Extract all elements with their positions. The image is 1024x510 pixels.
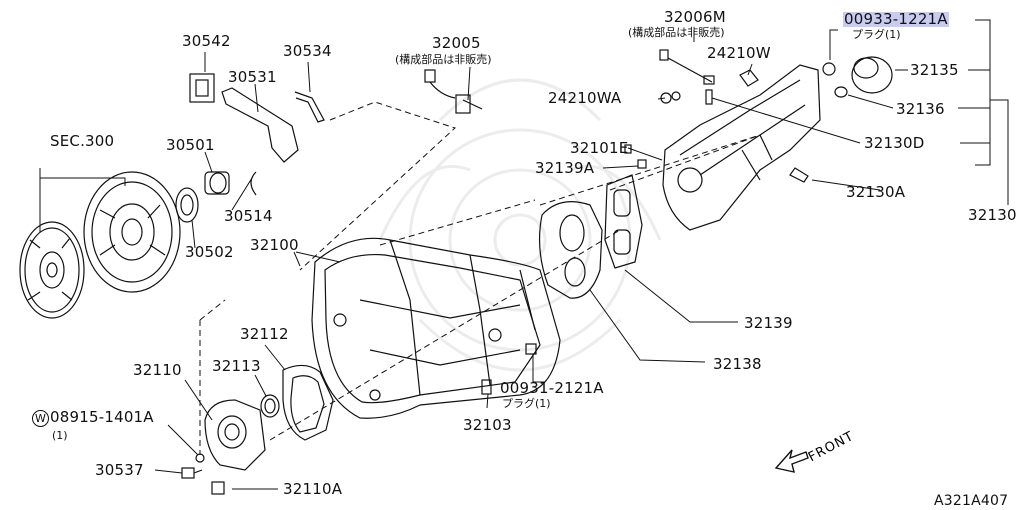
label-32130a: 32130A: [846, 183, 906, 201]
qty-08915: (1): [52, 429, 68, 442]
label-32136: 32136: [896, 100, 945, 118]
release-fork-30531: [221, 87, 299, 163]
front-arrow-icon: [774, 449, 809, 473]
spring-30534: [294, 91, 325, 123]
note-32006m: (構成部品は非販売): [628, 26, 725, 39]
gasket-32139: [604, 174, 643, 269]
label-00931-2121a: 00931-2121A: [500, 379, 604, 397]
label-08915-text: 08915-1401A: [50, 408, 154, 426]
background-emblem: [378, 78, 662, 372]
clutch-disc: [19, 221, 85, 319]
leader-lines: [39, 19, 1009, 490]
label-32110: 32110: [133, 361, 182, 379]
label-30542: 30542: [182, 32, 231, 50]
small-parts: [424, 49, 893, 183]
release-bearing-30501: [204, 171, 230, 195]
label-30501: 30501: [166, 136, 215, 154]
label-32130: 32130: [968, 206, 1017, 224]
label-32113: 32113: [212, 357, 261, 375]
note-00931: プラグ(1): [502, 397, 551, 410]
front-cover-32110: [204, 399, 266, 471]
label-32110a: 32110A: [283, 480, 343, 498]
label-24210wa: 24210WA: [548, 89, 622, 107]
label-24210w: 24210W: [707, 44, 771, 62]
label-32135: 32135: [910, 61, 959, 79]
label-sec-300: SEC.300: [50, 132, 115, 150]
label-32130d: 32130D: [864, 134, 925, 152]
rear-extension-32130: [662, 64, 821, 231]
figure-code: A321A407: [934, 493, 1009, 509]
note-32005: (構成部品は非販売): [395, 53, 492, 66]
label-30534: 30534: [283, 42, 332, 60]
transmission-case-32100: [311, 237, 561, 419]
label-32005: 32005: [432, 34, 481, 52]
note-00933: プラグ(1): [852, 28, 901, 41]
bearing-30502: [175, 187, 199, 223]
pressure-plate: [83, 171, 181, 293]
label-30514: 30514: [224, 207, 273, 225]
label-00933-1221a: 00933-1221A: [843, 10, 949, 28]
label-32139a: 32139A: [535, 159, 595, 177]
washer-marker: W: [32, 410, 49, 427]
assembly-dashed-lines: [199, 101, 761, 455]
dust-cover-30542: [189, 73, 215, 103]
adapter-plate-32138: [538, 201, 603, 299]
label-32006m: 32006M: [664, 8, 726, 26]
label-32100: 32100: [250, 236, 299, 254]
label-32112: 32112: [240, 325, 289, 343]
label-32101e: 32101E: [570, 139, 629, 157]
gasket-32112: [282, 364, 334, 441]
label-32103: 32103: [463, 416, 512, 434]
seal-32113: [260, 394, 280, 418]
label-30502: 30502: [185, 243, 234, 261]
label-32139: 32139: [744, 314, 793, 332]
label-32138: 32138: [713, 355, 762, 373]
label-30531: 30531: [228, 68, 277, 86]
label-30537: 30537: [95, 461, 144, 479]
clip-30514: [250, 171, 257, 196]
